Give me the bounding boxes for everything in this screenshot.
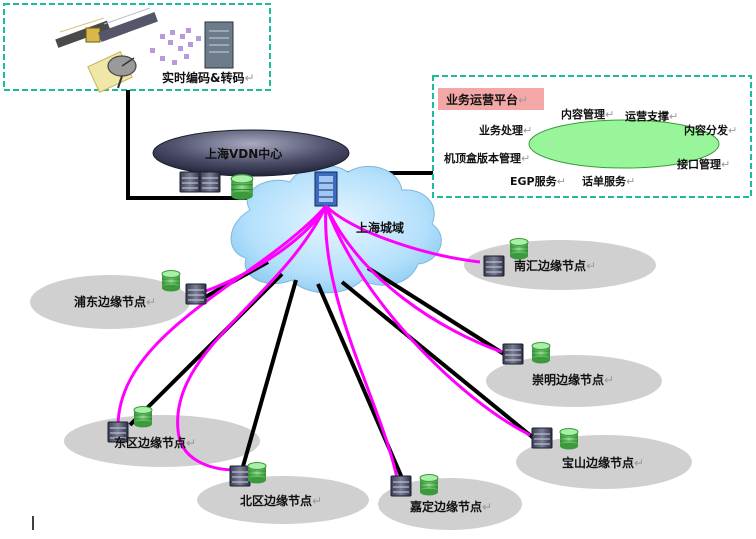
function-stb-version: 机顶盒版本管理↵ — [444, 151, 530, 165]
jiading-server-icon — [390, 475, 412, 497]
edge-node-ellipses — [30, 240, 692, 530]
edge-node-label-nanhui: 南汇边缘节点↵ — [514, 258, 596, 273]
jiading-database-icon — [419, 474, 439, 496]
beiqu-server-icon — [229, 465, 251, 487]
platform-title-bg — [438, 88, 544, 110]
edge-node-label-baoshan: 宝山边缘节点↵ — [562, 455, 644, 470]
pudong-server-icon — [185, 283, 207, 305]
satellite-icon — [55, 7, 158, 48]
chongming-server-icon — [502, 343, 524, 365]
baoshan-database-icon — [559, 428, 579, 450]
function-content-dist: 内容分发↵ — [684, 123, 737, 137]
function-biz-proc: 业务处理↵ — [479, 123, 532, 137]
chongming-database-icon — [531, 342, 551, 364]
satellite-dish-icon — [87, 51, 137, 93]
edge-node-label-pudong: 浦东边缘节点↵ — [74, 294, 156, 309]
platform-functions: 内容管理↵ 运营支撑↵ 内容分发↵ 业务处理↵ 机顶盒版本管理↵ 接口管理↵ E… — [444, 107, 737, 188]
vdn-center-label: 上海VDN中心 — [205, 146, 282, 161]
baoshan-server-icon — [531, 427, 553, 449]
signal-dots-icon — [150, 28, 201, 65]
pudong-database-icon — [161, 270, 181, 292]
function-interface-mgmt: 接口管理↵ — [677, 157, 730, 171]
nanhui-server-icon — [483, 255, 505, 277]
beiqu-database-icon — [247, 462, 267, 484]
function-content-mgmt: 内容管理↵ — [561, 107, 614, 121]
edge-node-label-chongming: 崇明边缘节点↵ — [532, 372, 614, 387]
stream-links — [116, 204, 531, 479]
edge-node-label-jiading: 嘉定边缘节点↵ — [409, 499, 492, 514]
encoder-label: 实时编码&转码↵ — [162, 70, 255, 85]
center-database-icon — [230, 174, 254, 201]
switch-icon — [314, 171, 338, 207]
encoder-server-icon — [204, 21, 234, 69]
function-epg: EGP服务↵ — [510, 174, 566, 188]
edge-node-label-dongqu: 东区边缘节点↵ — [114, 435, 196, 450]
dongqu-database-icon — [133, 406, 153, 428]
encoder-frame — [3, 3, 271, 91]
edge-node-label-beiqu: 北区边缘节点↵ — [240, 493, 322, 508]
function-billing: 话单服务↵ — [582, 174, 635, 188]
center-server-icon — [179, 171, 221, 193]
metro-network-label: 上海城域 — [356, 220, 404, 235]
platform-ellipse — [528, 119, 720, 169]
nanhui-database-icon — [509, 238, 529, 260]
platform-title: 业务运营平台↵ — [446, 92, 528, 107]
function-ops-support: 运营支撑↵ — [625, 109, 678, 123]
